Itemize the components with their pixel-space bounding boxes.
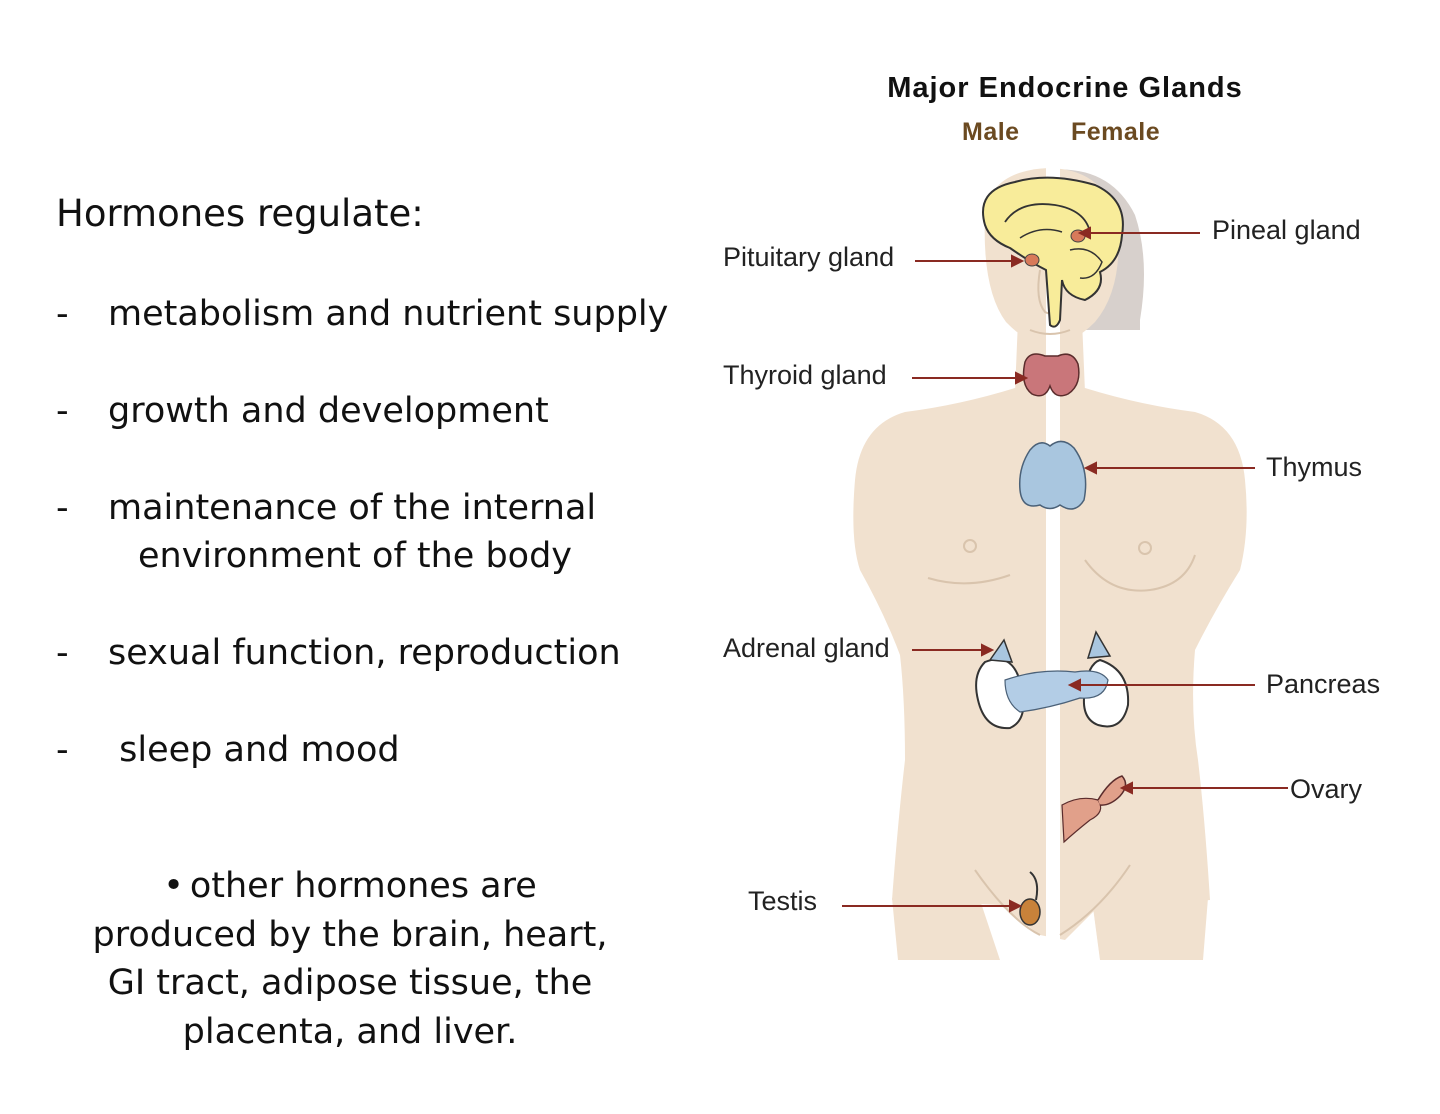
label-thyroid-gland: Thyroid gland [723, 360, 887, 390]
intro-heading: Hormones regulate: [56, 192, 424, 235]
label-testis: Testis [748, 886, 818, 916]
leader-lines [842, 226, 1288, 913]
male-chest-line [927, 574, 1011, 585]
thymus-icon [1018, 440, 1087, 510]
label-thymus: Thymus [1266, 452, 1363, 482]
testis-icon [1019, 898, 1041, 926]
list-item-text-continued: environment of the body [138, 536, 573, 576]
note-line: GI tract, adipose tissue, the [107, 963, 593, 1003]
pituitary-icon [1024, 253, 1040, 267]
label-pineal-gland: Pineal gland [1212, 215, 1361, 245]
arrow-adrenal [981, 643, 995, 657]
thyroid-icon [1022, 353, 1080, 397]
list-item-text: sleep and mood [108, 730, 400, 770]
groin-line-male [974, 869, 1041, 936]
list-dash: - [56, 488, 69, 528]
arrow-pancreas [1067, 678, 1081, 692]
arrow-pineal [1077, 226, 1091, 240]
spermatic-cord [1029, 871, 1039, 901]
groin-line-female [1059, 864, 1131, 936]
female-nipple [1138, 541, 1152, 555]
list-item-text: growth and development [108, 391, 549, 431]
note-line: placenta, and liver. [182, 1011, 518, 1052]
adrenal-right-icon [1086, 630, 1112, 659]
list-dash: - [56, 633, 69, 673]
arrow-testis [1009, 899, 1023, 913]
list-dash: - [56, 294, 69, 334]
leg-left [892, 898, 1000, 960]
uterus-icon [1061, 797, 1102, 844]
note-line: produced by the brain, heart, [92, 914, 608, 955]
diagram-title: Major Endocrine Glands [887, 72, 1243, 104]
arrow-thymus [1083, 461, 1097, 475]
list-item-text: maintenance of the internal [108, 488, 597, 528]
note-line: •other hormones are [40, 862, 660, 911]
other-hormones-note: •other hormones are produced by the brai… [40, 862, 660, 1056]
female-label: Female [1071, 118, 1161, 146]
kidney-left-icon [975, 658, 1025, 730]
pancreas-icon [1004, 670, 1109, 713]
female-breast-line [1084, 554, 1196, 592]
arrow-thyroid [1015, 371, 1029, 385]
label-adrenal-gland: Adrenal gland [723, 633, 890, 663]
list-item-text: sexual function, reproduction [108, 633, 621, 673]
bullet-icon: • [163, 866, 184, 906]
arrow-pituitary [1011, 254, 1025, 268]
list-dash: - [56, 730, 69, 770]
list-item-text: metabolism and nutrient supply [108, 294, 669, 334]
label-pituitary-gland: Pituitary gland [723, 242, 895, 272]
male-label: Male [962, 118, 1020, 146]
label-pancreas: Pancreas [1266, 669, 1381, 699]
adrenal-left-icon [988, 638, 1014, 663]
label-ovary: Ovary [1290, 774, 1363, 804]
list-dash: - [56, 391, 69, 431]
mouth-line [1029, 329, 1071, 335]
male-nipple [963, 539, 977, 553]
leg-right [1092, 898, 1208, 960]
arrow-ovary [1119, 781, 1133, 795]
note-line-text: other hormones are [189, 866, 537, 906]
